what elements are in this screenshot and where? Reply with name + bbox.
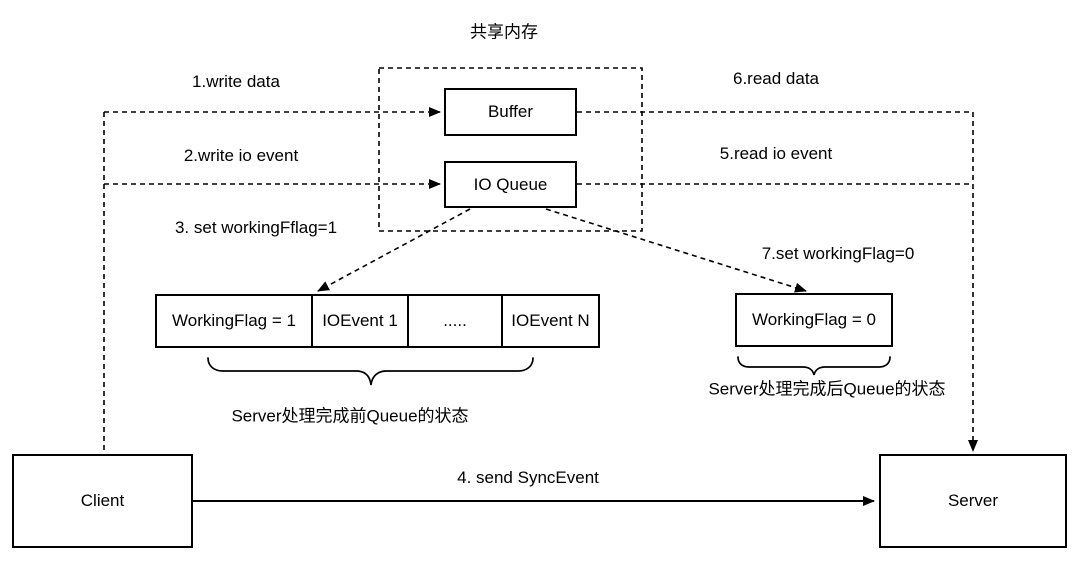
send-sync-event-label: 4. send SyncEvent [457, 468, 599, 487]
queue-cell-working-flag: WorkingFlag = 1 [172, 311, 296, 330]
queue-cell-ellipsis: ..... [407, 296, 501, 346]
client-label: Client [80, 491, 125, 510]
set-working-flag-1-label: 3. set workingFflag=1 [174, 218, 338, 237]
io-queue-box: IO Queue [444, 161, 577, 208]
io-queue-to-after-arrow [545, 208, 807, 293]
shared-memory-container [378, 67, 643, 232]
write-data-label: 1.write data [192, 72, 280, 91]
io-queue-label: IO Queue [473, 174, 548, 194]
buffer-box: Buffer [444, 88, 577, 136]
shared-memory-title: 共享内存 [470, 22, 538, 42]
io-queue-to-before-arrow [317, 208, 471, 292]
queue-after-box: WorkingFlag = 0 [735, 293, 893, 347]
read-data-label: 6.read data [732, 69, 820, 88]
queue-before-box: WorkingFlag = 1 IOEvent 1 ..... IOEvent … [155, 294, 600, 348]
set-working-flag-0-label: 7.set workingFlag=0 [761, 244, 915, 263]
server-label: Server [947, 491, 999, 510]
queue-after-caption: Server处理完成后Queue的状态 [708, 379, 946, 399]
queue-before-caption: Server处理完成前Queue的状态 [231, 406, 469, 426]
client-box: Client [12, 454, 193, 548]
server-box: Server [879, 454, 1067, 548]
queue-cell-io-event-n: IOEvent N [501, 296, 598, 346]
write-io-event-label: 2.write io event [183, 146, 299, 165]
queue-after-value: WorkingFlag = 0 [752, 310, 876, 329]
queue-cell-io-event-1: IOEvent 1 [311, 296, 407, 346]
buffer-label: Buffer [487, 102, 534, 121]
queue-before-brace [207, 357, 534, 386]
queue-after-brace [737, 356, 891, 376]
read-io-event-label: 5.read io event [719, 144, 833, 163]
